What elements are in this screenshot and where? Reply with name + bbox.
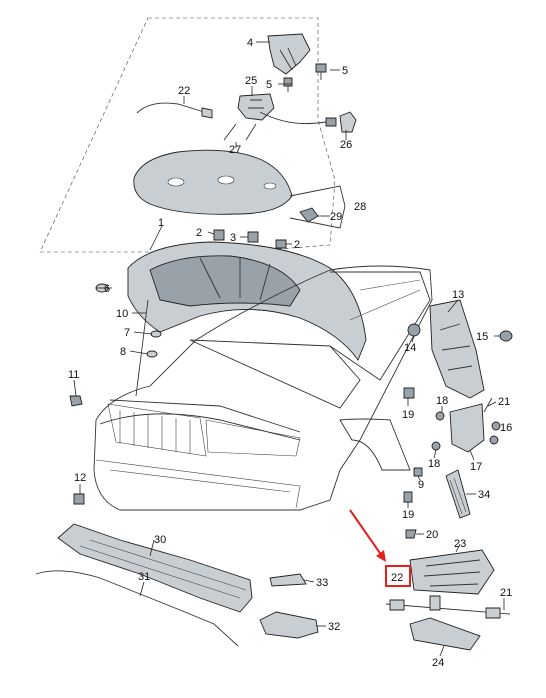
highlight-arrow: [349, 509, 386, 562]
callout-18b: 18: [428, 458, 440, 470]
cover-part: [259, 573, 319, 639]
callout-labels: 4 5 5 22 25 27 26 28 29 1 2 3 2 6 10 7 8…: [68, 37, 512, 669]
callout-16: 16: [500, 422, 512, 434]
callout-6: 6: [104, 283, 110, 295]
clip-set: [69, 387, 423, 539]
callout-13: 13: [452, 289, 464, 301]
callout-11: 11: [68, 369, 79, 381]
callout-29: 29: [330, 211, 342, 223]
callout-15: 15: [476, 331, 488, 343]
lock-part: [431, 397, 501, 453]
callout-23: 23: [454, 538, 466, 550]
callout-4: 4: [247, 37, 253, 49]
callout-28: 28: [354, 201, 366, 213]
seal-strip-part: [35, 570, 239, 647]
bump-stop-part: [213, 229, 287, 249]
callout-32: 32: [328, 621, 340, 633]
callout-31: 31: [138, 571, 150, 583]
handle-part: [445, 469, 471, 519]
callout-12: 12: [74, 472, 86, 484]
callout-17: 17: [470, 461, 482, 473]
callout-33: 33: [316, 577, 328, 589]
assembly-frame: [39, 17, 336, 253]
callout-19: 19: [402, 409, 414, 421]
cable-part: [136, 102, 213, 119]
side-panel-part: [407, 299, 513, 399]
callout-5a: 5: [342, 65, 348, 77]
callout-1: 1: [158, 217, 164, 229]
latch-assembly-part: [237, 93, 337, 127]
callout-21a: 21: [498, 396, 510, 408]
callout-22a: 22: [178, 85, 190, 97]
car-body: [93, 265, 433, 511]
leader-lines: [73, 41, 505, 657]
callout-20: 20: [426, 529, 438, 541]
hood-part: [127, 241, 367, 361]
callout-24: 24: [432, 657, 444, 669]
callout-10: 10: [116, 308, 128, 320]
callout-21b: 21: [500, 587, 512, 599]
callout-2a: 2: [196, 227, 202, 239]
callout-30: 30: [154, 534, 166, 546]
callout-19b: 19: [402, 509, 414, 521]
hood-latch-part: [267, 33, 311, 75]
sensor-part: [339, 111, 357, 133]
screw-part: [223, 123, 257, 141]
callout-9: 9: [418, 479, 424, 491]
callout-5b: 5: [266, 79, 272, 91]
callout-14: 14: [404, 342, 416, 354]
callout-8: 8: [120, 346, 126, 358]
clip-part: [299, 207, 319, 223]
cowl-panel-part: [57, 523, 253, 613]
insulation-mat-part: [133, 149, 293, 215]
highlight-box: [385, 565, 411, 587]
callout-25: 25: [245, 75, 257, 87]
release-handle-part: [385, 549, 511, 651]
callout-7: 7: [124, 327, 130, 339]
callout-2b: 2: [294, 239, 300, 251]
callout-22b: 22: [391, 572, 403, 584]
callout-34: 34: [478, 489, 490, 501]
callout-18a: 18: [436, 395, 448, 407]
callout-27: 27: [229, 144, 241, 156]
callout-26: 26: [340, 139, 352, 151]
callout-3: 3: [230, 232, 236, 244]
